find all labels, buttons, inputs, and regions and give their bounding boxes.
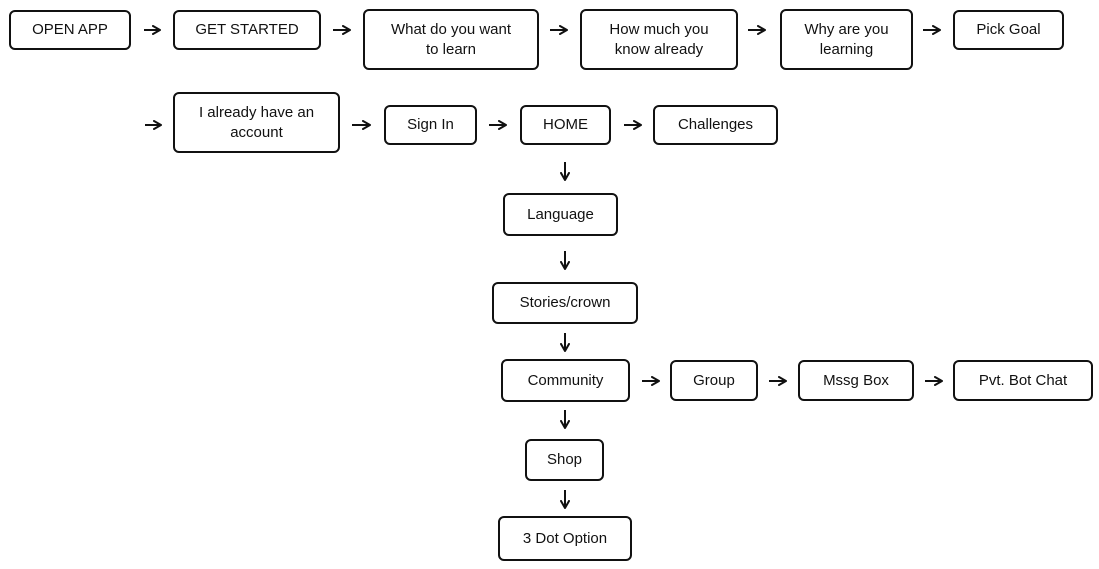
node-home: HOME — [520, 105, 611, 145]
node-what-learn: What do you want to learn — [363, 9, 539, 70]
node-already-account: I already have an account — [173, 92, 340, 153]
node-challenges: Challenges — [653, 105, 778, 145]
node-open-app: OPEN APP — [9, 10, 131, 50]
node-mssg-box: Mssg Box — [798, 360, 914, 401]
node-pick-goal: Pick Goal — [953, 10, 1064, 50]
node-sign-in: Sign In — [384, 105, 477, 145]
node-community: Community — [501, 359, 630, 402]
node-language: Language — [503, 193, 618, 236]
node-stories: Stories/crown — [492, 282, 638, 324]
node-how-much: How much you know already — [580, 9, 738, 70]
node-shop: Shop — [525, 439, 604, 481]
node-get-started: GET STARTED — [173, 10, 321, 50]
node-three-dot: 3 Dot Option — [498, 516, 632, 561]
node-group: Group — [670, 360, 758, 401]
node-why-learning: Why are you learning — [780, 9, 913, 70]
node-pvt-bot-chat: Pvt. Bot Chat — [953, 360, 1093, 401]
